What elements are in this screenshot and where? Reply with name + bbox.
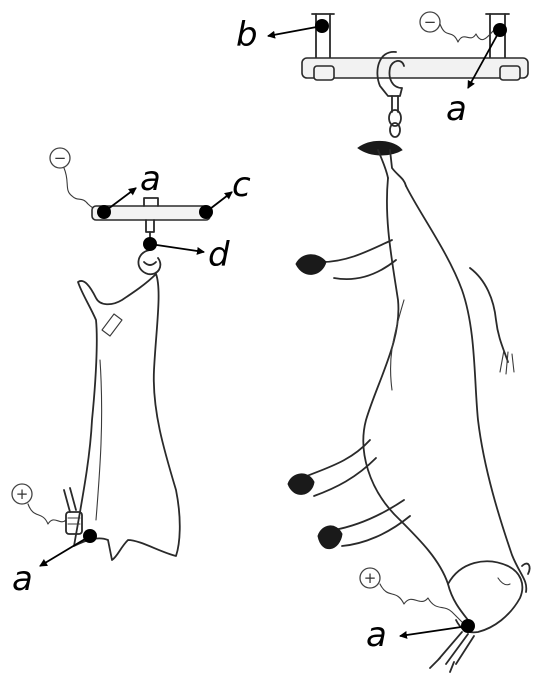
arrow-b xyxy=(268,26,322,36)
left-carcass-outline xyxy=(74,274,180,560)
arrow-c xyxy=(206,192,232,212)
label-a-bottom-right: a xyxy=(366,615,387,655)
right-second-hind-hoof xyxy=(296,255,326,275)
label-d: d xyxy=(208,235,230,275)
left-carcass-tag xyxy=(102,314,122,336)
label-a-left-bottom: a xyxy=(12,559,33,599)
left-electrode-clamp xyxy=(64,488,76,512)
label-c: c xyxy=(232,165,251,205)
left-carcass xyxy=(74,274,180,560)
label-b: b xyxy=(236,15,258,55)
left-positive-sign: + xyxy=(16,485,29,503)
right-positive-sign: + xyxy=(364,569,377,587)
left-negative-sign: − xyxy=(54,149,67,167)
right-front-hoof-2 xyxy=(318,526,342,549)
right-negative-sign: − xyxy=(424,13,437,31)
left-electrode-positive: + xyxy=(12,484,82,534)
right-electrode-negative: − xyxy=(420,12,494,42)
label-a-top-right: a xyxy=(446,89,467,129)
right-carcass xyxy=(288,141,530,672)
left-electrode-negative: − xyxy=(50,148,100,212)
arrow-d xyxy=(150,244,204,252)
right-head xyxy=(448,561,522,632)
arrow-a-left-bottom xyxy=(40,536,90,566)
arrow-a-bottom-right xyxy=(400,626,468,636)
right-rail-bar xyxy=(302,58,528,78)
label-a-left-top: a xyxy=(140,159,161,199)
right-front-hoof-1 xyxy=(288,474,314,494)
right-nose-tongs xyxy=(430,632,474,672)
